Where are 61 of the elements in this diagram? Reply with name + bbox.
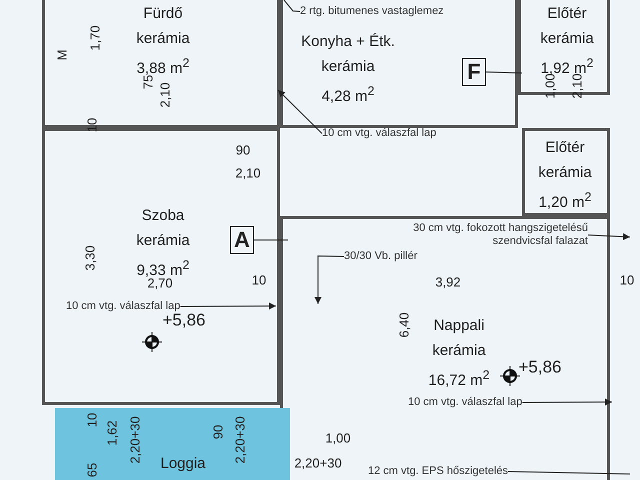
dimension-value: 2,10 bbox=[235, 166, 261, 180]
section-marker: F bbox=[462, 58, 486, 86]
section-marker: A bbox=[230, 226, 254, 254]
dimension-value: 10 bbox=[620, 272, 634, 288]
annotation-note: 10 cm vtg. válaszfal lap bbox=[408, 396, 522, 409]
dimension-value: 10 bbox=[252, 272, 266, 288]
dimension-value: 2,20+30 bbox=[232, 416, 248, 464]
dimension-value: 75 bbox=[140, 74, 156, 90]
room-name: Konyha + Étk. bbox=[301, 33, 395, 50]
level-value: +5,86 bbox=[162, 312, 206, 328]
floor-area: 16,72 m$^{2}$ bbox=[428, 367, 490, 389]
dimension-value: 1,00 bbox=[325, 430, 351, 446]
floor-material: kerámia bbox=[432, 342, 486, 359]
dimension-value: 2,20+30 bbox=[294, 456, 342, 470]
leader-line bbox=[588, 233, 630, 240]
room-name: Nappali bbox=[434, 317, 484, 334]
dimension-value: 65 bbox=[84, 462, 100, 478]
floor-area: 1,20 m$^{2}$ bbox=[538, 189, 592, 211]
annotation-note: 12 cm vtg. EPS hőszigetelés bbox=[368, 465, 508, 478]
room-name: Fürdő bbox=[143, 5, 183, 22]
leader-line bbox=[508, 471, 630, 474]
leader-line bbox=[180, 302, 276, 310]
dimension-value: 90 bbox=[236, 142, 250, 158]
leader-line bbox=[284, 0, 300, 12]
floor-area: 3,88 m$^{2}$ bbox=[136, 55, 190, 77]
dimension-value: 2,10 bbox=[158, 82, 172, 108]
annotation-note: 30/30 Vb. pillér bbox=[344, 250, 418, 263]
room-name: Előtér bbox=[547, 5, 587, 22]
level-value: +5,86 bbox=[518, 360, 562, 374]
dimension-value: 1,62 bbox=[104, 420, 120, 446]
dimension-value: 3,30 bbox=[82, 245, 98, 271]
floor-material: kerámia bbox=[321, 58, 375, 75]
hall-room bbox=[522, 128, 610, 216]
kitchen-room bbox=[280, 0, 518, 128]
annotation-note: 30 cm vtg. fokozott hangszigetelésű szendvicsfal falazat bbox=[352, 222, 588, 248]
floor-material: kerámia bbox=[136, 30, 190, 47]
annotation-note: 10 cm vtg. válaszfal lap bbox=[66, 300, 180, 313]
dimension-value: M bbox=[54, 50, 70, 60]
annotation-note: 10 cm vtg. válaszfal lap bbox=[322, 127, 436, 140]
room-name: Előtér bbox=[545, 139, 585, 156]
leader-line bbox=[314, 256, 344, 304]
dimension-value: 6,40 bbox=[396, 312, 412, 338]
room-name: Szoba bbox=[142, 207, 184, 224]
dimension-value: 10 bbox=[84, 412, 100, 428]
loggia-room bbox=[55, 408, 290, 480]
floor-area: 4,28 m$^{2}$ bbox=[322, 83, 374, 105]
leader-line bbox=[486, 72, 522, 74]
leader-line bbox=[522, 398, 612, 406]
floor-material: kerámia bbox=[538, 164, 592, 181]
dimension-value: 1,00 bbox=[542, 73, 558, 99]
dimension-value: 90 bbox=[210, 424, 226, 440]
leader-line bbox=[278, 90, 322, 134]
annotation-note: 2 rtg. bitumenes vastaglemez bbox=[300, 5, 444, 18]
dimension-value: 2,10 bbox=[570, 73, 584, 99]
room-name: Loggia bbox=[160, 455, 206, 472]
dimension-value: 1,70 bbox=[88, 25, 102, 51]
floor-material: kerámia bbox=[136, 232, 190, 249]
dimension-value: 10 bbox=[84, 118, 100, 132]
dimension-value: 3,92 bbox=[435, 274, 461, 290]
dimension-value: 2,20+30 bbox=[128, 416, 142, 464]
floor-material: kerámia bbox=[540, 30, 594, 47]
